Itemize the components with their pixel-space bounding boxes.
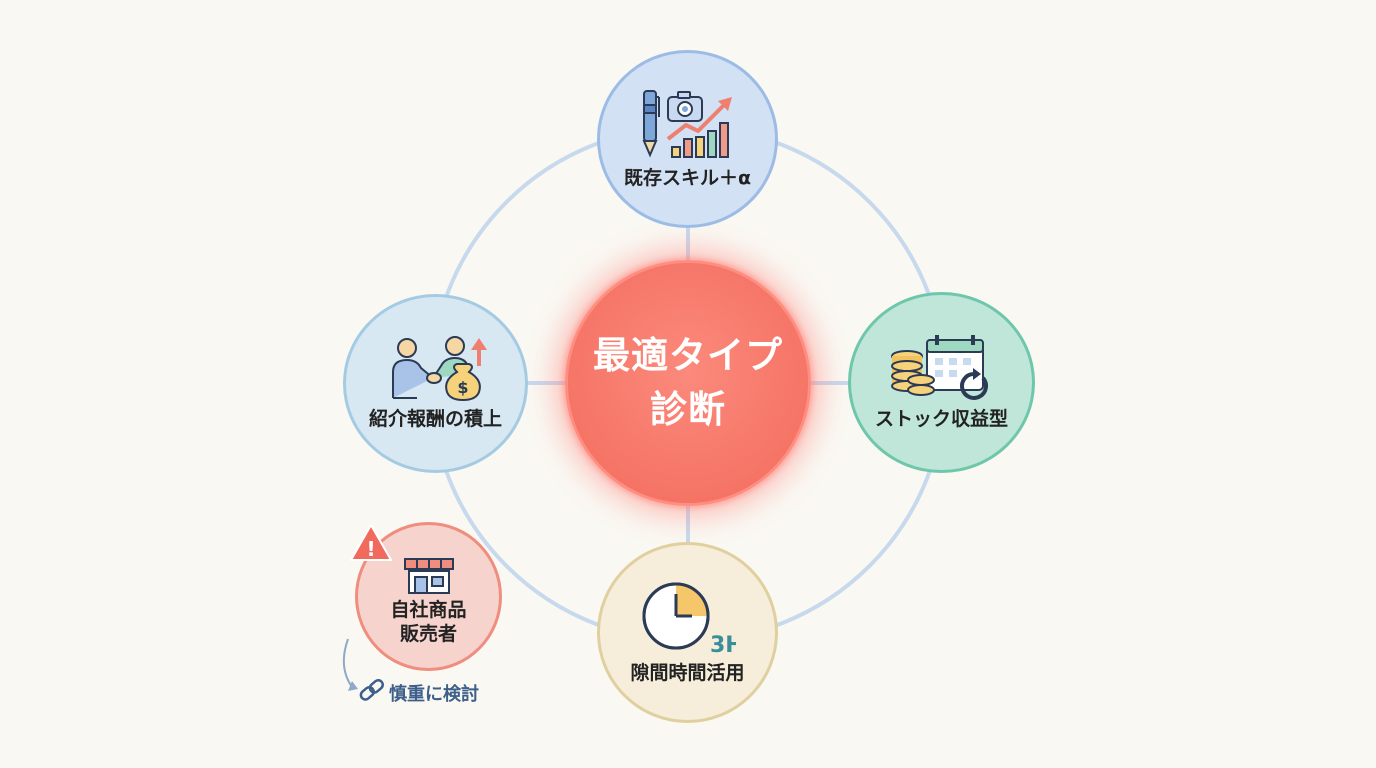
warning-icon: !	[350, 524, 392, 561]
coins-calendar-recurring-icon	[890, 334, 988, 400]
node-referral-reward-label: 紹介報酬の積上	[368, 407, 502, 430]
center-node: 最適タイプ 診断	[565, 260, 811, 506]
svg-text:$: $	[457, 378, 468, 397]
note-careful-consideration: 慎重に検討	[389, 684, 479, 705]
shop-icon	[403, 557, 454, 594]
center-title-line1: 最適タイプ	[593, 334, 783, 378]
clock-badge-3h: 3H	[710, 633, 736, 656]
handshake-money-bag-icon: $	[391, 335, 487, 401]
node-existing-skill-label: 既存スキル＋α	[623, 167, 752, 190]
node-referral-reward: $ 紹介報酬の積上	[343, 294, 528, 473]
node-own-product-label-line1: 自社商品	[390, 598, 467, 621]
center-title-line2: 診断	[650, 388, 726, 431]
node-own-product-label-line2: 販売者	[399, 622, 457, 645]
pen-camera-growth-chart-icon	[641, 90, 732, 159]
node-stock-revenue-label: ストック収益型	[874, 407, 1008, 430]
note-arrow	[342, 638, 384, 701]
link-icon	[359, 679, 384, 701]
node-stock-revenue: ストック収益型	[848, 292, 1035, 473]
node-existing-skill: 既存スキル＋α	[597, 50, 778, 228]
node-spare-time: 3H 隙間時間活用	[597, 542, 778, 723]
clock-icon: 3H	[642, 582, 736, 656]
node-spare-time-label: 隙間時間活用	[630, 661, 745, 684]
warning-mark: !	[366, 537, 375, 561]
